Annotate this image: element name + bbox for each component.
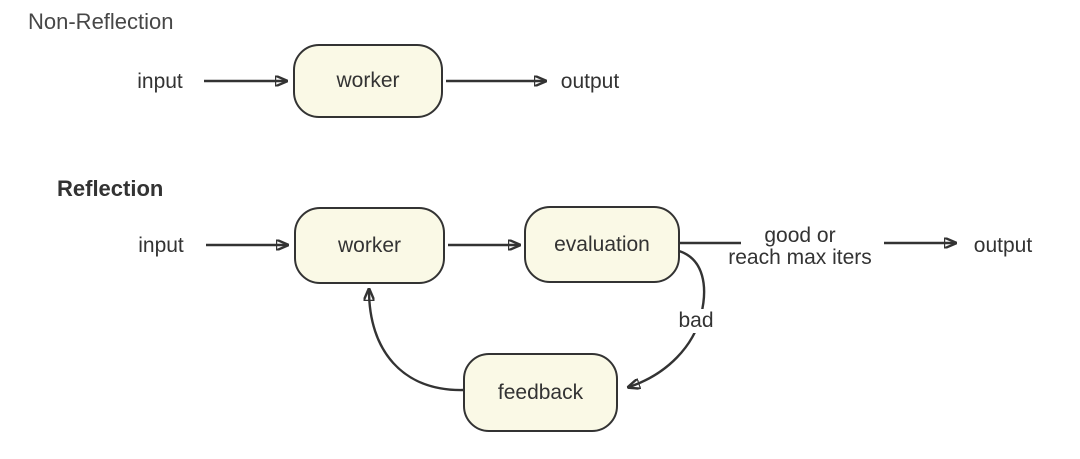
node-evaluation: evaluation bbox=[524, 206, 680, 283]
label-input-top: input bbox=[137, 70, 183, 93]
edge-label-good-line1: good or bbox=[764, 224, 836, 247]
section-title-non-reflection: Non-Reflection bbox=[28, 9, 174, 34]
edge-label-good: good or reach max iters bbox=[728, 225, 872, 269]
label-output-top: output bbox=[560, 70, 620, 93]
node-evaluation-label: evaluation bbox=[554, 232, 650, 256]
node-feedback: feedback bbox=[463, 353, 618, 432]
node-worker-label: worker bbox=[337, 233, 401, 257]
edge-label-bad: bad bbox=[675, 309, 717, 333]
node-feedback-label: feedback bbox=[497, 380, 584, 404]
edge-label-good-line2: reach max iters bbox=[728, 246, 872, 269]
node-worker: worker bbox=[294, 207, 445, 284]
edge-feedback-to-worker bbox=[369, 290, 464, 392]
node-worker-top-label: worker bbox=[336, 69, 400, 92]
label-output: output bbox=[973, 234, 1033, 257]
label-input: input bbox=[138, 234, 184, 257]
section-title-reflection: Reflection bbox=[57, 176, 164, 201]
node-worker-top: worker bbox=[293, 44, 443, 118]
